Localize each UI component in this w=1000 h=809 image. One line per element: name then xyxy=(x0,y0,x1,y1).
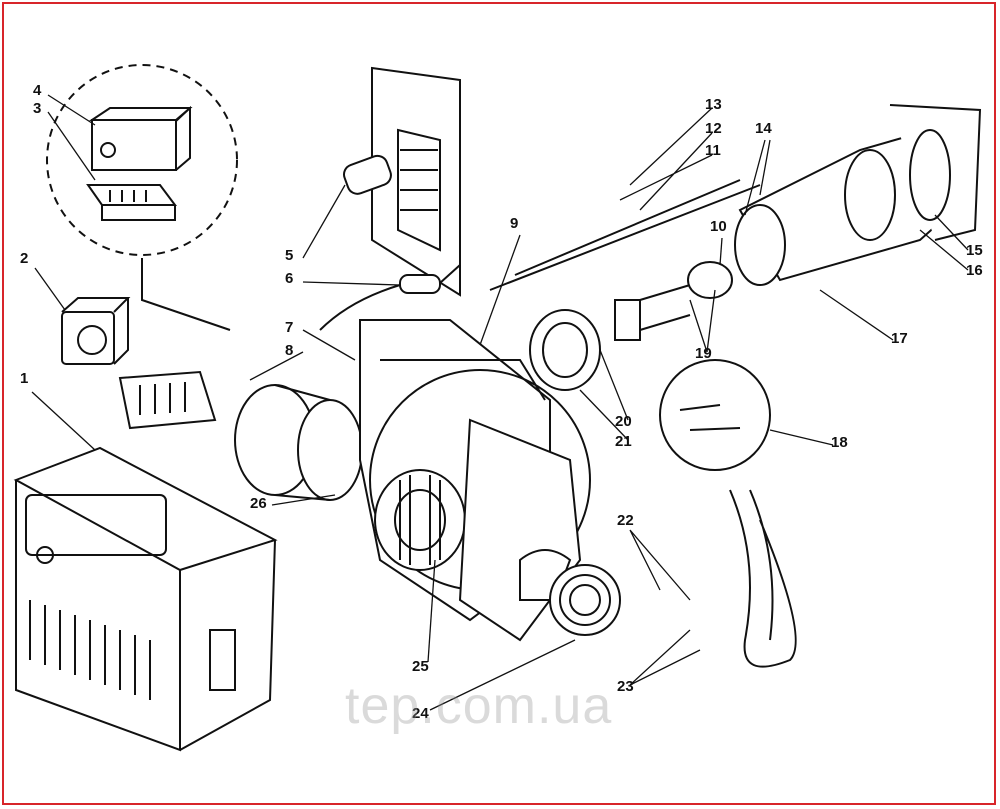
label-1: 1 xyxy=(20,370,29,387)
part-flange xyxy=(529,309,601,391)
part-blast-tube xyxy=(734,104,982,286)
label-7: 7 xyxy=(285,319,294,336)
part-electrode-detail xyxy=(659,359,771,471)
label-3: 3 xyxy=(33,100,42,117)
part-fan-wheel xyxy=(374,469,466,571)
part-control-box xyxy=(88,105,193,171)
part-motor xyxy=(234,384,363,501)
label-18: 18 xyxy=(831,434,848,451)
label-14: 14 xyxy=(755,120,772,137)
label-10: 10 xyxy=(710,218,727,235)
part-nozzle-line xyxy=(489,179,761,341)
label-17: 17 xyxy=(891,330,908,347)
label-21: 21 xyxy=(615,433,632,450)
label-25: 25 xyxy=(412,658,429,675)
label-22: 22 xyxy=(617,512,634,529)
part-ignition-transformer xyxy=(343,154,392,195)
label-8: 8 xyxy=(285,342,294,359)
label-20: 20 xyxy=(615,413,632,430)
part-relay xyxy=(61,297,131,365)
label-12: 12 xyxy=(705,120,722,137)
label-23: 23 xyxy=(617,678,634,695)
label-26: 26 xyxy=(250,495,267,512)
label-6: 6 xyxy=(285,270,294,287)
part-inlet-grille xyxy=(549,564,621,636)
part-casing xyxy=(13,446,278,752)
label-15: 15 xyxy=(966,242,983,259)
label-5: 5 xyxy=(285,247,294,264)
part-fuel-hoses xyxy=(729,489,797,668)
label-13: 13 xyxy=(705,96,722,113)
label-4: 4 xyxy=(33,82,42,99)
label-16: 16 xyxy=(966,262,983,279)
part-capacitor xyxy=(319,264,461,331)
label-24: 24 xyxy=(412,705,429,722)
label-9: 9 xyxy=(510,215,519,232)
leader-lines xyxy=(31,94,969,711)
part-terminal-strip xyxy=(118,370,217,430)
label-19: 19 xyxy=(695,345,712,362)
label-2: 2 xyxy=(20,250,29,267)
label-11: 11 xyxy=(705,142,721,159)
watermark: tep.com.ua xyxy=(345,677,613,735)
part-base-socket xyxy=(86,184,177,221)
detail-circle-control-box xyxy=(46,64,238,256)
